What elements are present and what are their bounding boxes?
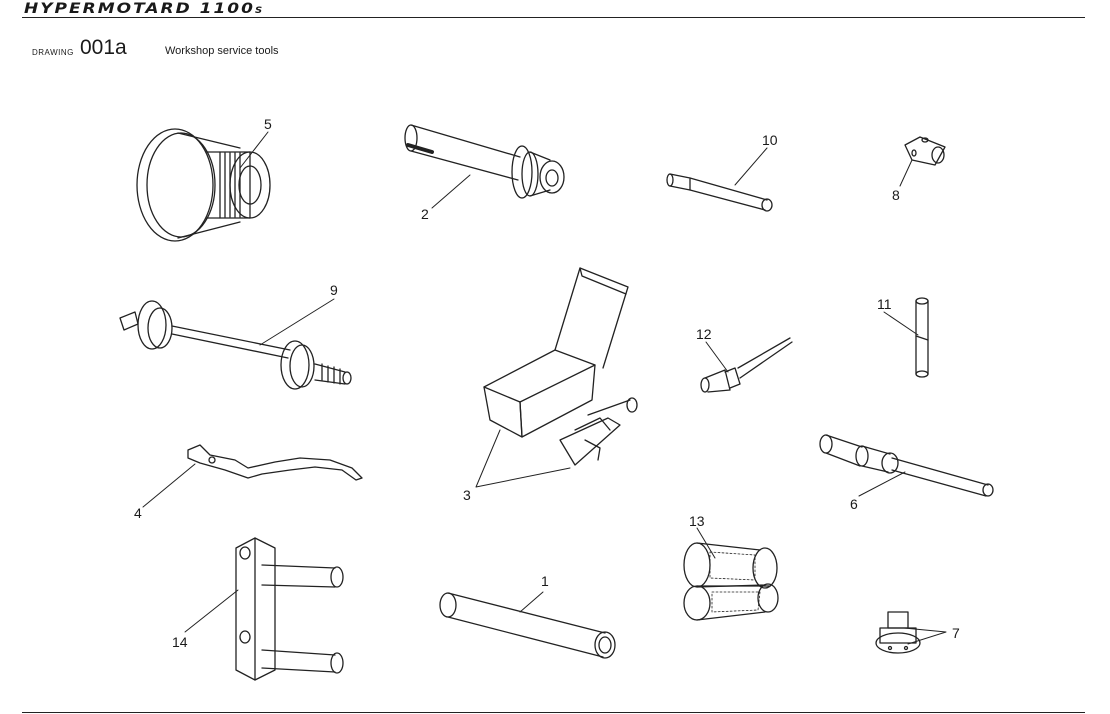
- callout-14: 14: [172, 634, 188, 650]
- callout-8: 8: [892, 187, 900, 203]
- model-suffix: S: [254, 5, 264, 16]
- model-logo: HYPERMOTARD 1100S: [24, 0, 263, 17]
- callout-2: 2: [421, 206, 429, 222]
- tool-7-nut-adapter: [875, 611, 921, 654]
- callout-1: 1: [541, 573, 549, 589]
- tool-12-adapter: [700, 337, 793, 393]
- tool-5-threaded-bush: [136, 128, 271, 242]
- tool-13-split-sleeve: [683, 542, 779, 621]
- callout-6: 6: [850, 496, 858, 512]
- callout-7: 7: [952, 625, 960, 641]
- callout-12: 12: [696, 326, 712, 342]
- drawing-label: DRAWING: [32, 48, 74, 57]
- tool-2-tube-flange: [404, 124, 565, 199]
- tool-14-bracket: [235, 537, 344, 681]
- callout-11: 11: [877, 296, 892, 312]
- drawing-title: Workshop service tools: [165, 45, 279, 57]
- drawing-number: 001a: [80, 36, 127, 59]
- callout-5: 5: [264, 116, 272, 132]
- callout-13: 13: [689, 513, 705, 529]
- tool-3-box-kit: [483, 267, 638, 466]
- tool-8-drilled-block: [904, 136, 946, 166]
- tool-11-rod: [915, 297, 929, 378]
- tool-6-rod-bushes: [819, 434, 994, 497]
- model-name: HYPERMOTARD 1100: [24, 0, 255, 17]
- tool-4-hook-wrench: [187, 444, 363, 481]
- tool-1-tube: [439, 592, 616, 659]
- leader-lines: [142, 131, 947, 645]
- tool-9-puller-rod: [119, 300, 352, 390]
- callout-9: 9: [330, 282, 338, 298]
- callout-3: 3: [463, 487, 471, 503]
- tool-10-pin: [666, 173, 773, 212]
- footer-rule: [22, 712, 1085, 713]
- callout-4: 4: [134, 505, 142, 521]
- callout-10: 10: [762, 132, 778, 148]
- header-rule: [22, 17, 1085, 18]
